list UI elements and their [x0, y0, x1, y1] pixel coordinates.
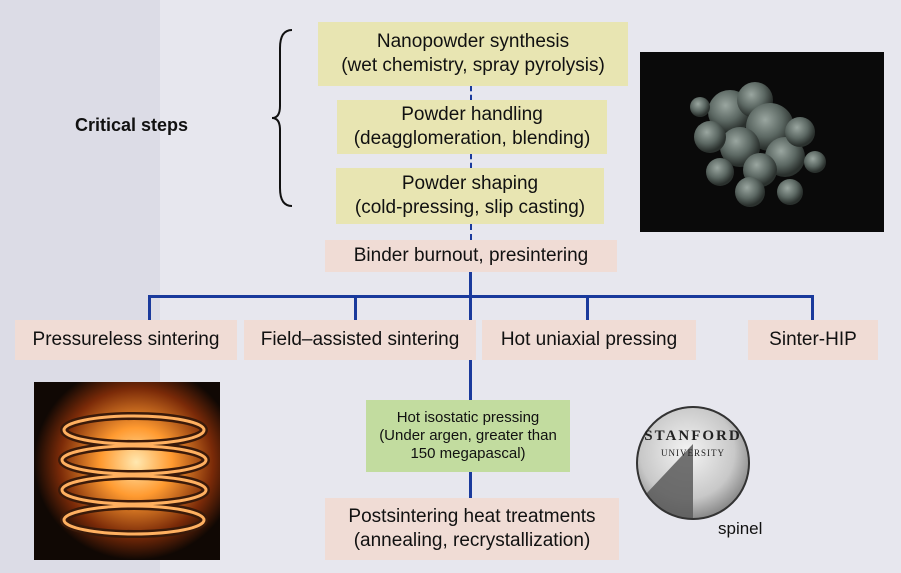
method-label: Field–assisted sintering — [261, 328, 460, 352]
hip-line-2: (Under argen, greater than — [379, 427, 557, 445]
step-title: Powder handling — [401, 103, 543, 127]
curly-brace — [270, 28, 300, 208]
binder-burnout-box: Binder burnout, presintering — [325, 240, 617, 272]
logo-line-2: UNIVERSITY — [632, 448, 754, 458]
nanopowder-synthesis-box: Nanopowder synthesis (wet chemistry, spr… — [318, 22, 628, 86]
method-field-assisted-sintering: Field–assisted sintering — [244, 320, 476, 360]
step-title: Postsintering heat treatments — [348, 505, 595, 529]
nanopowder-micrograph-image — [640, 52, 884, 232]
connector-4 — [469, 272, 472, 296]
spinel-disc-image: STANFORD UNIVERSITY — [632, 404, 754, 522]
branch-drop-2 — [354, 295, 357, 320]
hip-line-3: 150 megapascal) — [410, 445, 525, 463]
step-detail: (cold-pressing, slip casting) — [355, 196, 585, 220]
step-title: Binder burnout, presintering — [354, 244, 588, 268]
connector-1 — [470, 86, 472, 100]
logo-line-1: STANFORD — [632, 428, 754, 445]
hot-isostatic-pressing-box: Hot isostatic pressing (Under argen, gre… — [366, 400, 570, 472]
step-detail: (wet chemistry, spray pyrolysis) — [341, 54, 605, 78]
branch-drop-1 — [148, 295, 151, 320]
postsintering-box: Postsintering heat treatments (annealing… — [325, 498, 619, 560]
hip-line-1: Hot isostatic pressing — [397, 409, 540, 427]
branch-drop-4 — [811, 295, 814, 320]
method-label: Pressureless sintering — [33, 328, 220, 352]
step-title: Powder shaping — [402, 172, 538, 196]
step-detail: (deagglomeration, blending) — [354, 127, 591, 151]
method-label: Sinter-HIP — [769, 328, 857, 352]
horizontal-branch-line — [148, 295, 814, 298]
step-title: Nanopowder synthesis — [377, 30, 569, 54]
critical-steps-label: Critical steps — [75, 115, 188, 136]
powder-shaping-box: Powder shaping (cold-pressing, slip cast… — [336, 168, 604, 224]
connector-2 — [470, 154, 472, 168]
powder-handling-box: Powder handling (deagglomeration, blendi… — [337, 100, 607, 154]
furnace-coil-image — [34, 382, 220, 560]
connector-5 — [469, 472, 472, 498]
connector-3 — [470, 224, 472, 240]
step-detail: (annealing, recrystallization) — [354, 529, 591, 553]
method-pressureless-sintering: Pressureless sintering — [15, 320, 237, 360]
spinel-label: spinel — [718, 519, 762, 539]
method-label: Hot uniaxial pressing — [501, 328, 677, 352]
method-sinter-hip: Sinter-HIP — [748, 320, 878, 360]
branch-drop-3 — [586, 295, 589, 320]
method-hot-uniaxial-pressing: Hot uniaxial pressing — [482, 320, 696, 360]
